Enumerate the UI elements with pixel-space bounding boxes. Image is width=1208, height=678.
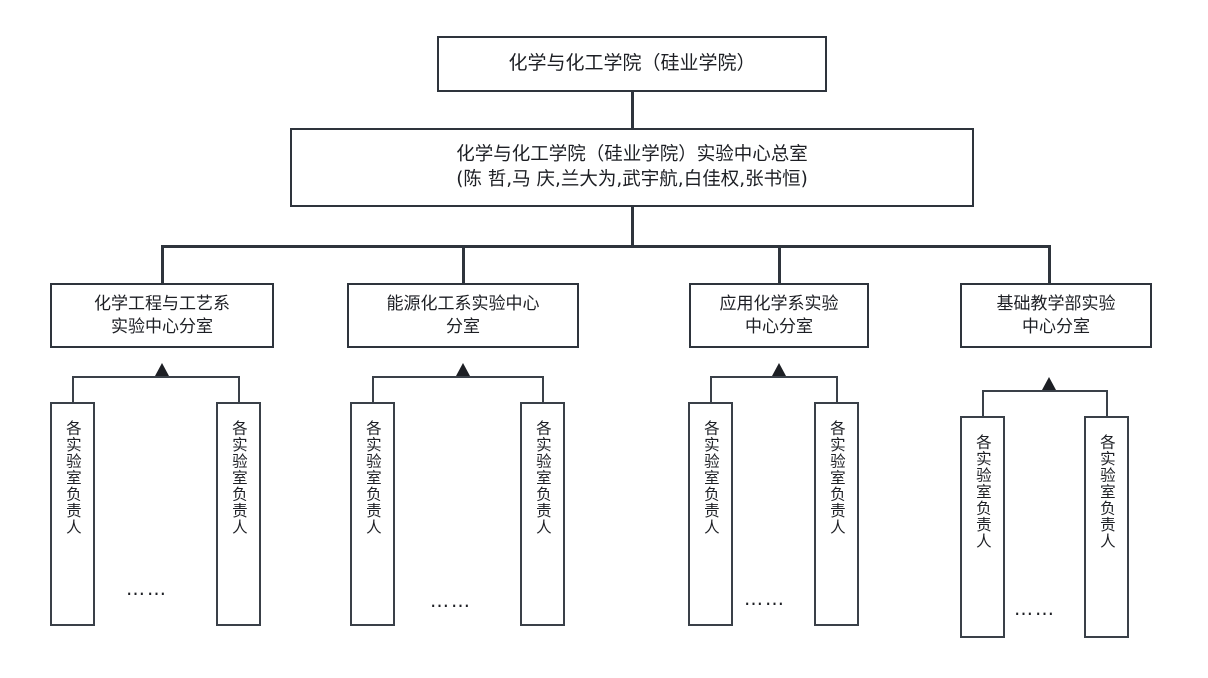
arrowhead-dept-2 [772,363,786,376]
connector-leaf-bus-1 [372,376,544,378]
node-label-leaf-2-0: 各实验室负责人 [701,420,720,536]
connector-leaf-bus-3 [982,390,1108,392]
node-leaf-1-0[interactable]: 各实验室负责人 [350,402,395,626]
connector-leaf-bus-2 [710,376,838,378]
arrowhead-dept-3 [1042,377,1056,390]
node-label-leaf-0-1: 各实验室负责人 [229,420,248,536]
node-label-leaf-1-0: 各实验室负责人 [363,420,382,536]
node-leaf-2-0[interactable]: 各实验室负责人 [688,402,733,626]
node-leaf-0-1[interactable]: 各实验室负责人 [216,402,261,626]
node-leaf-1-1[interactable]: 各实验室负责人 [520,402,565,626]
connector-leaf-drop-0-0 [72,376,74,402]
node-dept-chem-eng[interactable]: 化学工程与工艺系 实验中心分室 [50,283,274,348]
connector-leaf-drop-3-0 [982,390,984,416]
node-label-root: 化学与化工学院（硅业学院） [508,52,756,75]
node-label-dept-1: 能源化工系实验中心 分室 [386,294,540,337]
node-lab-center-office[interactable]: 化学与化工学院（硅业学院）实验中心总室 (陈 哲,马 庆,兰大为,武宇航,白佳权… [290,128,974,207]
connector-drop-dept-2 [778,245,781,283]
node-leaf-2-1[interactable]: 各实验室负责人 [814,402,859,626]
ellipsis-dept-0: …… [126,578,168,600]
connector-center-stem [631,207,634,247]
arrowhead-dept-0 [155,363,169,376]
connector-leaf-drop-1-1 [542,376,544,402]
ellipsis-dept-3: …… [1014,598,1056,620]
connector-drop-dept-1 [462,245,465,283]
connector-department-bus [161,245,1051,248]
connector-root-to-center [631,92,634,128]
node-leaf-0-0[interactable]: 各实验室负责人 [50,402,95,626]
connector-leaf-drop-1-0 [372,376,374,402]
node-dept-basic-teaching[interactable]: 基础教学部实验 中心分室 [960,283,1152,348]
node-college-root[interactable]: 化学与化工学院（硅业学院） [437,36,827,92]
connector-leaf-drop-2-1 [836,376,838,402]
node-label-leaf-2-1: 各实验室负责人 [827,420,846,536]
connector-leaf-drop-3-1 [1106,390,1108,416]
node-label-leaf-1-1: 各实验室负责人 [533,420,552,536]
arrowhead-dept-1 [456,363,470,376]
node-leaf-3-0[interactable]: 各实验室负责人 [960,416,1005,638]
node-label-leaf-3-0: 各实验室负责人 [973,434,992,550]
ellipsis-dept-2: …… [744,588,786,610]
ellipsis-dept-1: …… [430,590,472,612]
node-label-leaf-3-1: 各实验室负责人 [1097,434,1116,550]
node-label-leaf-0-0: 各实验室负责人 [63,420,82,536]
node-label-center: 化学与化工学院（硅业学院）实验中心总室 (陈 哲,马 庆,兰大为,武宇航,白佳权… [456,144,808,190]
node-dept-applied-chem[interactable]: 应用化学系实验 中心分室 [689,283,869,348]
node-label-dept-2: 应用化学系实验 中心分室 [719,294,839,337]
node-label-dept-0: 化学工程与工艺系 实验中心分室 [94,294,230,337]
node-dept-energy-chem[interactable]: 能源化工系实验中心 分室 [347,283,579,348]
node-label-dept-3: 基础教学部实验 中心分室 [996,294,1116,337]
connector-leaf-drop-0-1 [238,376,240,402]
connector-leaf-bus-0 [72,376,240,378]
connector-drop-dept-3 [1048,245,1051,283]
connector-leaf-drop-2-0 [710,376,712,402]
node-leaf-3-1[interactable]: 各实验室负责人 [1084,416,1129,638]
connector-drop-dept-0 [161,245,164,283]
